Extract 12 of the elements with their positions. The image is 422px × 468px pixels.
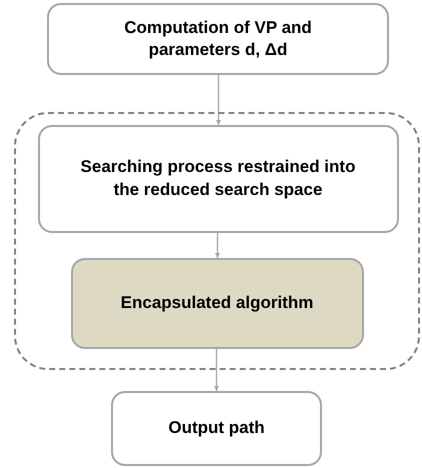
box-label: Encapsulated algorithm <box>120 292 314 314</box>
highlighted-process-box <box>70 258 364 348</box>
dashed-group-boundary <box>14 112 420 370</box>
process-box <box>47 3 389 75</box>
arrow <box>214 233 220 258</box>
box-label: Searching process restrained into the reduced search space <box>80 156 356 200</box>
box-label: Computation of VP and parameters d, Δd <box>123 16 313 61</box>
process-box <box>38 124 398 232</box>
box-label: Output path <box>167 417 266 440</box>
arrow <box>214 349 220 391</box>
process-box <box>111 391 322 466</box>
arrow <box>216 75 222 125</box>
